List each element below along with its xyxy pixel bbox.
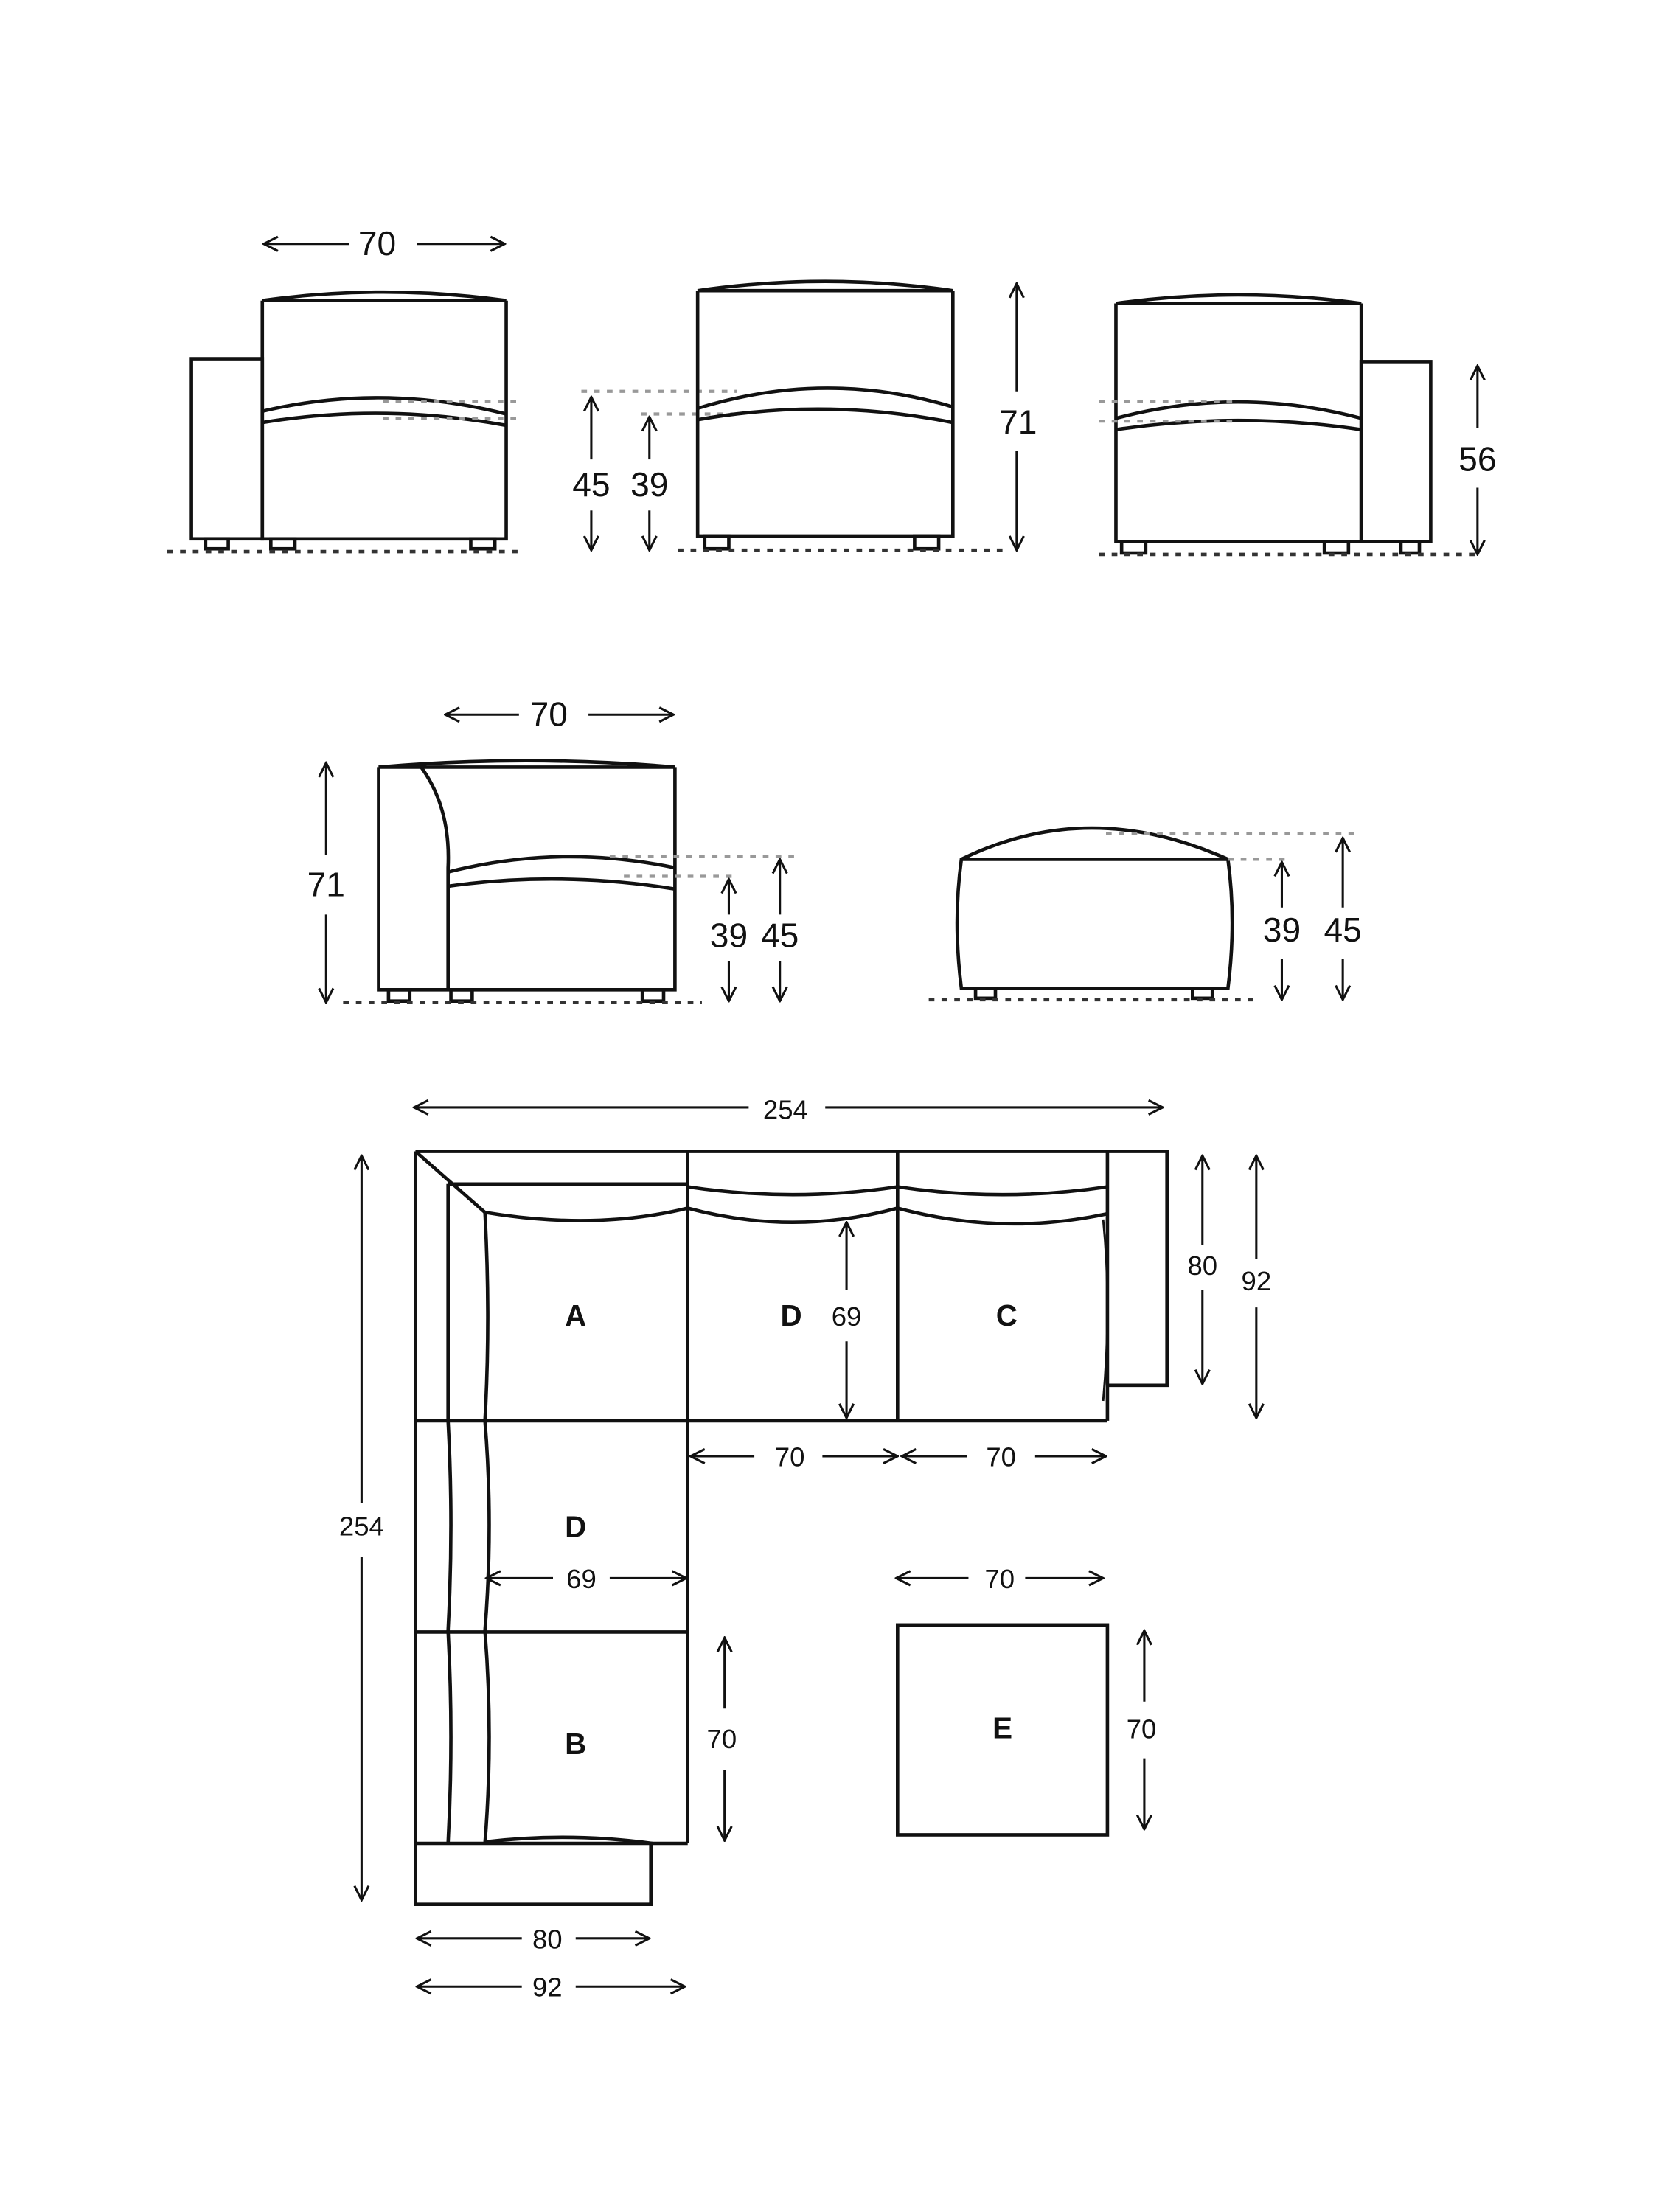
corner-unit-elevation: 70 71 39 45 (307, 695, 799, 1004)
seat-inner-label: 39 (630, 465, 668, 504)
right-arm-unit-elevation: 56 (1099, 293, 1497, 557)
seat-height-dimensions: 45 39 (572, 389, 737, 550)
module-d-side-label: D (565, 1510, 586, 1544)
bottom-80-label: 80 (532, 1924, 563, 1954)
footstool-width-label: 70 (984, 1564, 1015, 1594)
total-height-label: 71 (307, 865, 345, 903)
arm-height-label: 56 (1458, 439, 1496, 478)
seat-height-label: 45 (761, 917, 799, 955)
bottom-92-label: 92 (532, 1972, 563, 2003)
footstool-elevation: 39 45 (928, 826, 1362, 1002)
seat-depth-side-label: 69 (566, 1564, 597, 1594)
module-c-width-label: 70 (986, 1441, 1016, 1472)
total-height-label: 71 (999, 403, 1037, 441)
seat-depth-top-label: 69 (832, 1301, 862, 1332)
module-a-label: A (565, 1298, 586, 1332)
overall-depth-label: 254 (339, 1512, 384, 1542)
height-label: 45 (1324, 911, 1361, 949)
footstool-depth-label: 70 (1127, 1714, 1157, 1745)
module-e-label: E (992, 1711, 1012, 1745)
left-arm-unit-elevation: 70 (167, 224, 518, 554)
module-b-label: B (565, 1727, 586, 1761)
module-d-top-label: D (780, 1298, 801, 1332)
arm-depth-label: 80 (1187, 1251, 1217, 1281)
module-c-label: C (996, 1298, 1018, 1332)
width-label: 70 (530, 695, 568, 734)
inner-label: 39 (1263, 911, 1301, 949)
seat-inner-label: 39 (710, 917, 748, 955)
overall-width-label: 254 (763, 1094, 808, 1124)
armless-unit-elevation: 71 (678, 279, 1037, 552)
module-d-width-label: 70 (775, 1441, 805, 1472)
plan-view: 254 254 A D C D B 69 (339, 1094, 1271, 2002)
module-b-width-label: 70 (707, 1724, 737, 1754)
total-depth-label: 92 (1242, 1266, 1272, 1296)
seat-height-label: 45 (572, 465, 610, 504)
width-label: 70 (358, 224, 396, 262)
